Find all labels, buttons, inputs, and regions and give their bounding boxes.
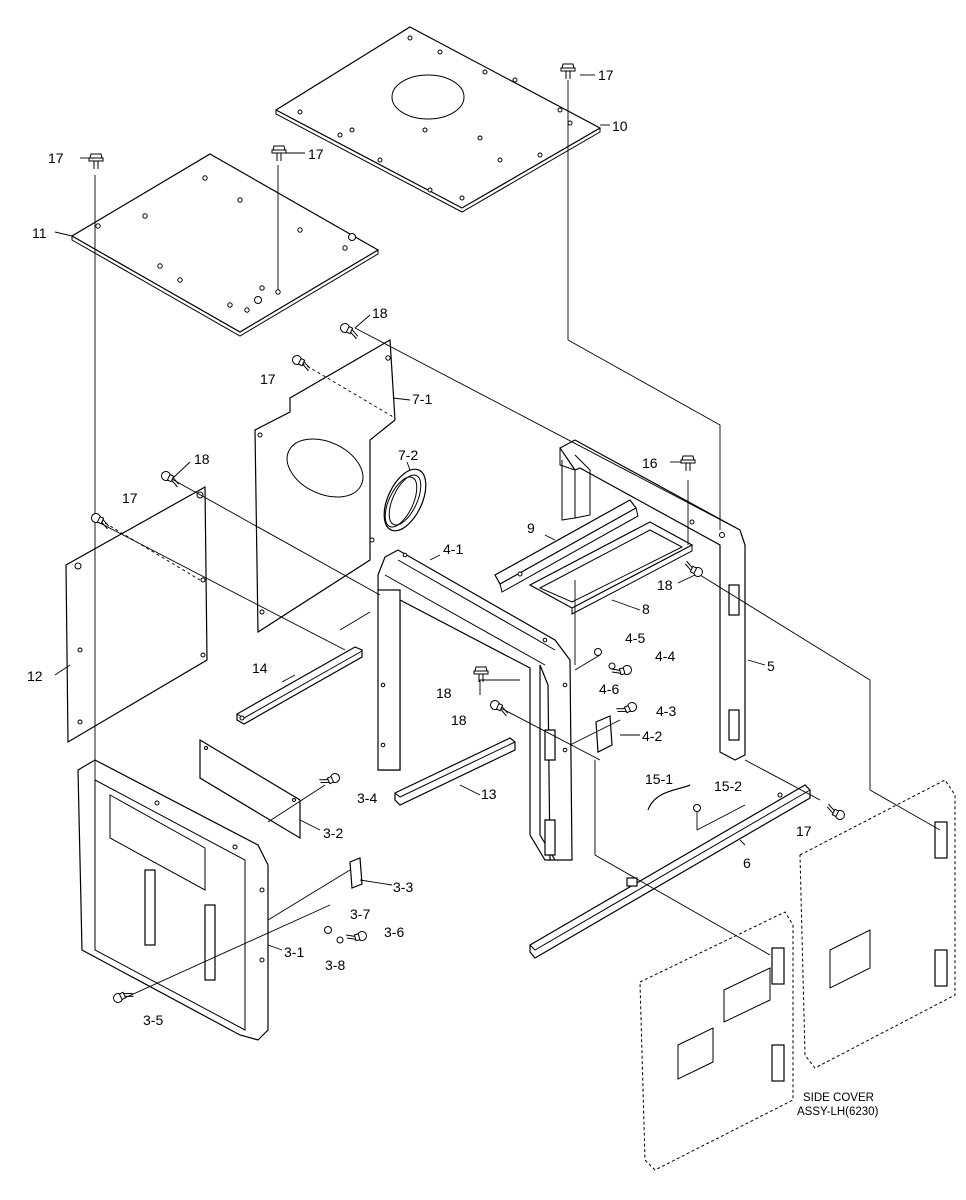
fan-panel-part-7-1	[254, 338, 396, 634]
label-18b: 18	[194, 451, 210, 467]
label-4-1: 4-1	[443, 541, 463, 557]
label-4-3: 4-3	[656, 703, 676, 719]
label-18a: 18	[372, 305, 388, 321]
bar-part-6	[529, 784, 811, 959]
label-4-5: 4-5	[625, 630, 645, 646]
tray-part-8	[528, 521, 694, 615]
side-cover-note-line2: ASSY-LH(6230)	[797, 1106, 879, 1118]
label-10: 10	[612, 118, 628, 134]
side-cover-note-line1: SIDE COVER	[803, 1092, 874, 1104]
side-cover-ghost-left	[639, 911, 794, 1171]
frame-part-4-1	[377, 549, 573, 861]
label-6: 6	[743, 855, 751, 871]
label-7-1: 7-1	[412, 391, 432, 407]
top-plate-part-10	[274, 26, 602, 213]
label-4-4: 4-4	[655, 648, 675, 664]
label-3-4: 3-4	[357, 790, 377, 806]
bracket-part-9	[494, 499, 639, 593]
label-17a: 17	[598, 67, 614, 83]
label-17e: 17	[122, 490, 138, 506]
bar-part-13	[394, 737, 516, 806]
label-14: 14	[252, 660, 268, 676]
label-5: 5	[767, 658, 775, 674]
label-9: 9	[527, 520, 535, 536]
label-16: 16	[642, 455, 658, 471]
bracket-part-4-2	[595, 715, 613, 753]
cover-plate-part-3-2	[199, 738, 301, 840]
label-18e: 18	[451, 712, 467, 728]
label-3-8: 3-8	[325, 957, 345, 973]
label-18d: 18	[436, 685, 452, 701]
part-labels: 17 10 17 17 11 18 7-1 17 7-2 18 16 17 9 …	[27, 67, 879, 1118]
label-7-2: 7-2	[398, 447, 418, 463]
label-3-2: 3-2	[323, 825, 343, 841]
bar-part-14	[236, 646, 363, 725]
top-plate-part-11	[70, 153, 380, 337]
cable-part-15-1	[647, 784, 701, 812]
label-3-5: 3-5	[143, 1012, 163, 1028]
label-12: 12	[27, 668, 43, 684]
gasket-part-7-2	[383, 468, 427, 532]
label-15-1: 15-1	[645, 771, 673, 787]
bracket-part-3-3	[349, 857, 363, 889]
frame-part-5	[559, 439, 746, 761]
label-4-6: 4-6	[599, 681, 619, 697]
label-17b: 17	[48, 150, 64, 166]
label-3-3: 3-3	[393, 879, 413, 895]
leader-lines	[54, 74, 941, 1001]
side-panel-part-12	[65, 485, 208, 744]
label-8: 8	[642, 601, 650, 617]
label-13: 13	[481, 786, 497, 802]
label-17f: 17	[796, 823, 812, 839]
fastener-set	[88, 63, 847, 1005]
label-11: 11	[32, 225, 47, 241]
front-frame-part-3-1	[77, 759, 269, 1041]
label-3-1: 3-1	[284, 944, 304, 960]
label-17c: 17	[308, 146, 324, 162]
label-17d: 17	[260, 371, 276, 387]
side-cover-ghost-right	[799, 779, 956, 1069]
label-3-6: 3-6	[384, 924, 404, 940]
label-4-2: 4-2	[642, 728, 662, 744]
label-3-7: 3-7	[350, 906, 370, 922]
label-18c: 18	[657, 577, 673, 593]
label-15-2: 15-2	[714, 778, 742, 794]
